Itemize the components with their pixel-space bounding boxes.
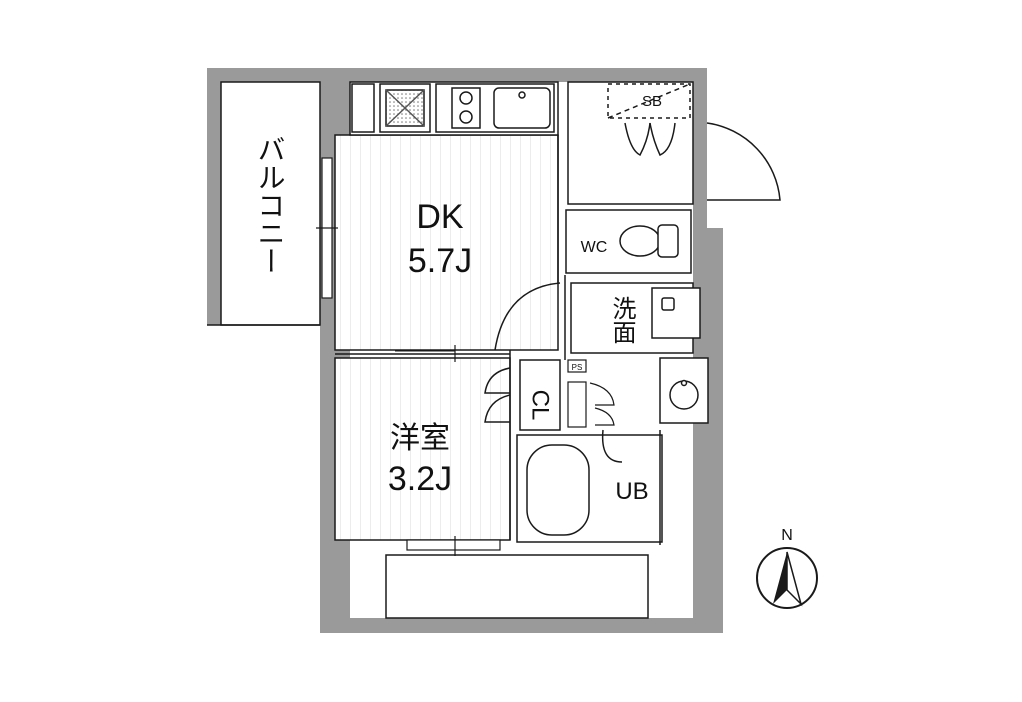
toilet-label: WC xyxy=(581,239,608,256)
western-size: 3.2J xyxy=(388,460,452,498)
compass-needle-icon xyxy=(773,552,787,604)
dk-name: DK xyxy=(416,198,464,236)
closet-label: CL xyxy=(527,390,554,421)
kitchen-counter xyxy=(351,83,555,133)
balcony-label: バルコニー xyxy=(254,135,287,275)
compass-label: N xyxy=(781,527,793,544)
shoe-box-label: SB xyxy=(642,93,662,110)
pipe-space-label: PS xyxy=(572,363,583,372)
western-name: 洋室 xyxy=(390,421,450,456)
unit-bath xyxy=(516,429,663,543)
south-window xyxy=(385,536,649,619)
western-room xyxy=(334,345,511,541)
washroom-label: 洗面 xyxy=(608,296,636,344)
entrance-area xyxy=(567,81,781,205)
bath-label: UB xyxy=(615,478,648,505)
toilet-room xyxy=(565,209,692,274)
pipe-space xyxy=(567,359,615,428)
interior-walls xyxy=(509,135,661,545)
washroom xyxy=(570,282,709,424)
dk-door-arc xyxy=(494,282,561,351)
closet xyxy=(484,359,561,431)
compass: N xyxy=(756,527,818,609)
balcony-area xyxy=(207,81,321,326)
balcony-window xyxy=(316,157,338,299)
dk-size: 5.7J xyxy=(408,242,472,280)
